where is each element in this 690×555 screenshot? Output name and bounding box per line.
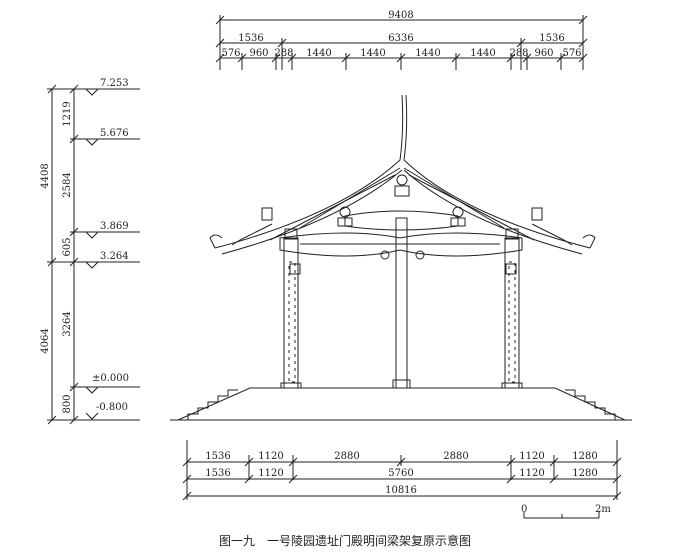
building-section [170, 94, 632, 421]
bottom-dim-2880-b: 2880 [443, 451, 468, 462]
top-dimensions: 9408 1536 6336 1536 576 960 [215, 10, 588, 70]
steps-left [187, 389, 238, 420]
column-center [392, 217, 411, 389]
bottom-dim-1120-c: 1120 [258, 468, 283, 479]
bottom-dim-2880-a: 2880 [334, 451, 359, 462]
column-right [501, 237, 523, 389]
top-dim-row2-right: 1536 [539, 33, 564, 44]
elevation-0000: ±0.000 [92, 373, 129, 384]
scale-start-label: 0 [521, 504, 527, 515]
left-dim-2584: 2584 [62, 172, 73, 197]
left-dim-605: 605 [62, 237, 73, 256]
top-dim-1440-d: 1440 [470, 48, 495, 59]
scale-end-label: 2m [595, 504, 611, 515]
scale-bar: 0 2m [521, 504, 611, 519]
top-dim-960-left: 960 [249, 48, 268, 59]
top-dim-row3-ticks [215, 53, 588, 70]
top-dim-1440-b: 1440 [360, 48, 385, 59]
top-dim-1440-a: 1440 [306, 48, 331, 59]
top-dim-576-left: 576 [221, 48, 240, 59]
left-dim-4408: 4408 [40, 163, 51, 188]
elevation-minus-0800: -0.800 [96, 402, 128, 413]
top-dim-1440-c: 1440 [415, 48, 440, 59]
left-dim-1219: 1219 [62, 101, 73, 126]
top-dim-total: 9408 [388, 10, 413, 21]
bottom-dimensions: 1536 1120 2880 2880 1120 1280 1536 1120 … [182, 440, 622, 501]
left-dim-3264: 3264 [62, 311, 73, 336]
brackets [284, 174, 519, 275]
bottom-dim-1120-d: 1120 [519, 468, 544, 479]
steps-right [565, 389, 616, 420]
left-dim-4064: 4064 [40, 328, 51, 353]
bottom-dim-1536-a: 1536 [205, 451, 230, 462]
elevation-7253: 7.253 [100, 78, 129, 89]
left-dimensions: 4408 4064 1219 2584 605 3264 800 [40, 84, 140, 425]
top-dim-row2-left: 1536 [238, 33, 263, 44]
bottom-dim-1536-b: 1536 [205, 468, 230, 479]
bottom-dim-5760: 5760 [388, 468, 413, 479]
top-dim-576-right: 576 [562, 48, 581, 59]
bottom-dim-total: 10816 [385, 485, 417, 496]
top-dim-288-left: 288 [274, 48, 293, 59]
top-dim-960-right: 960 [534, 48, 553, 59]
bottom-dim-1120-a: 1120 [258, 451, 283, 462]
column-left [280, 237, 302, 389]
roof [209, 94, 596, 255]
elevation-markers: 7.253 5.676 3.869 3.264 ±0.000 -0.800 [85, 78, 129, 420]
left-dim-800: 800 [62, 394, 73, 413]
platform [177, 387, 626, 421]
elevation-3264: 3.264 [100, 251, 129, 262]
figure-caption: 图一九 一号陵园遗址门殿明间梁架复原示意图 [218, 534, 471, 548]
elevation-3869: 3.869 [100, 221, 129, 232]
bottom-dim-1280-b: 1280 [572, 468, 597, 479]
top-dim-row2-mid: 6336 [388, 33, 413, 44]
bottom-dim-1280-a: 1280 [572, 451, 597, 462]
bottom-dim-1120-b: 1120 [519, 451, 544, 462]
top-dim-288-right: 288 [509, 48, 528, 59]
elevation-5676: 5.676 [100, 128, 129, 139]
